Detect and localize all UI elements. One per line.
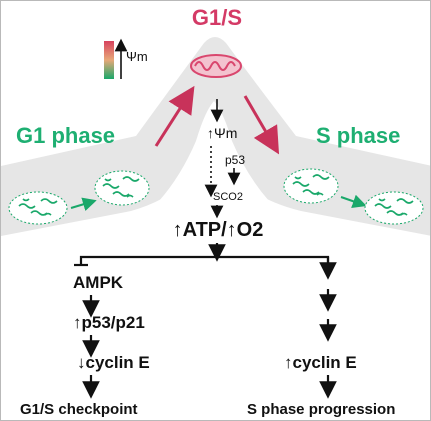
- mitochondrion-icon: [190, 54, 242, 78]
- sco2-label: SCO2: [213, 191, 243, 203]
- cell-g1-late-icon: [94, 170, 150, 206]
- branch-line: [79, 255, 330, 264]
- g1s-checkpoint-label: G1/S checkpoint: [20, 401, 138, 418]
- inner-arch: [159, 101, 269, 201]
- cell-g1-early-icon: [8, 191, 68, 225]
- psi-m-legend-label: Ψm: [126, 49, 148, 64]
- psi-m-up-label: ↑Ψm: [207, 125, 237, 141]
- g1s-label: G1/S: [192, 5, 242, 30]
- membrane-potential-gradient-icon: [104, 41, 114, 79]
- s-cell-growth-arrow: [340, 194, 367, 208]
- s-phase-label: S phase: [316, 123, 400, 148]
- ampk-label: AMPK: [73, 273, 124, 292]
- cyclin-e-down-label: ↓cyclin E: [77, 353, 150, 372]
- p53-top-label: p53: [225, 153, 245, 167]
- g1-phase-label: G1 phase: [16, 123, 115, 148]
- cyclin-e-up-label: ↑cyclin E: [284, 353, 357, 372]
- atp-o2-label: ↑ATP/↑O2: [173, 219, 264, 241]
- s-phase-progression-label: S phase progression: [247, 401, 395, 418]
- p53-p21-label: ↑p53/p21: [73, 313, 145, 332]
- cell-s-early-icon: [283, 168, 339, 204]
- cell-s-late-icon: [364, 191, 424, 225]
- g1-cell-growth-arrow: [70, 197, 97, 212]
- g1-to-g1s-arrow: [154, 85, 195, 147]
- g1s-to-s-arrow: [243, 95, 280, 155]
